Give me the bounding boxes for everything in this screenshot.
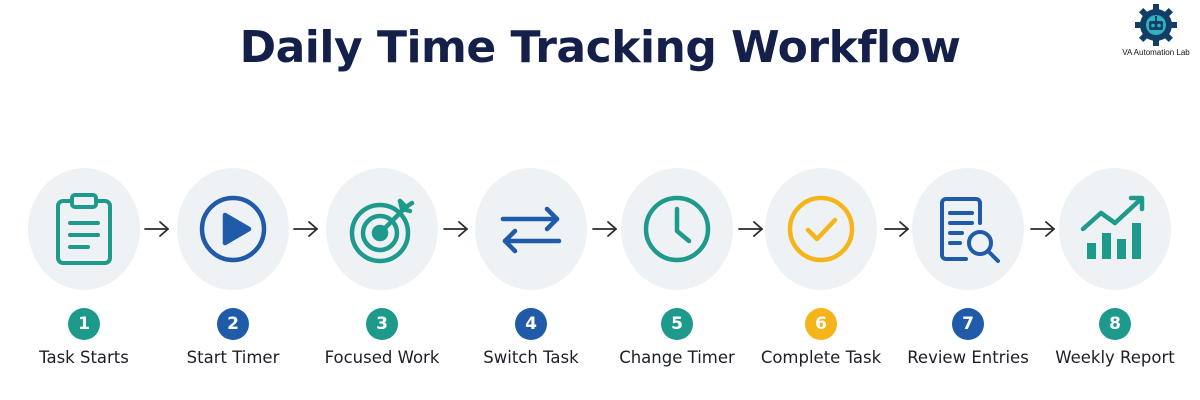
arrow-right-icon	[592, 221, 617, 237]
step-4: 4 Switch Task	[447, 168, 617, 378]
step-number-badge: 4	[515, 308, 547, 340]
step-8-icon-circle	[1059, 168, 1171, 290]
step-label: Switch Task	[483, 348, 579, 367]
clock-icon	[643, 195, 711, 263]
logo-text: VA Automation Lab	[1122, 48, 1190, 57]
step-label: Start Timer	[186, 348, 280, 367]
step-number-badge: 1	[68, 308, 100, 340]
arrow-right-icon	[443, 221, 468, 237]
step-number-badge: 6	[805, 308, 837, 340]
step-2-icon-circle	[177, 168, 289, 290]
target-icon	[349, 198, 415, 264]
step-8: 8 Weekly Report	[1031, 168, 1200, 378]
step-label: Review Entries	[907, 348, 1029, 367]
step-label: Complete Task	[760, 348, 882, 367]
switch-arrows-icon	[500, 206, 562, 254]
step-label: Task Starts	[39, 348, 129, 367]
step-number-badge: 5	[661, 308, 693, 340]
step-label: Focused Work	[324, 348, 440, 367]
logo: VA Automation Lab	[1116, 2, 1196, 57]
step-4-icon-circle	[475, 168, 587, 290]
step-6-icon-circle	[765, 168, 877, 290]
arrow-right-icon	[144, 221, 169, 237]
step-3-icon-circle	[326, 168, 438, 290]
play-icon	[199, 195, 267, 263]
step-7: 7 Review Entries	[884, 168, 1054, 378]
step-5: 5 Change Timer	[593, 168, 763, 378]
growth-chart-icon	[1080, 195, 1145, 259]
check-circle-icon	[787, 195, 855, 263]
arrow-right-icon	[1030, 221, 1055, 237]
arrow-right-icon	[738, 221, 763, 237]
step-number-badge: 8	[1099, 308, 1131, 340]
arrow-right-icon	[293, 221, 318, 237]
step-5-icon-circle	[621, 168, 733, 290]
step-7-icon-circle	[912, 168, 1024, 290]
arrow-right-icon	[884, 221, 909, 237]
step-2: 2 Start Timer	[149, 168, 319, 378]
clipboard-icon	[56, 193, 112, 265]
step-1: 1 Task Starts	[0, 168, 170, 378]
step-number-badge: 3	[366, 308, 398, 340]
step-6: 6 Complete Task	[737, 168, 907, 378]
page-title: Daily Time Tracking Workflow	[239, 22, 961, 73]
step-label: Change Timer	[619, 348, 735, 367]
step-label: Weekly Report	[1055, 348, 1175, 367]
step-1-icon-circle	[28, 168, 140, 290]
step-3: 3 Focused Work	[298, 168, 468, 378]
robot-gear-logo-icon	[1135, 4, 1177, 46]
step-number-badge: 2	[217, 308, 249, 340]
step-number-badge: 7	[952, 308, 984, 340]
document-search-icon	[940, 197, 1000, 263]
